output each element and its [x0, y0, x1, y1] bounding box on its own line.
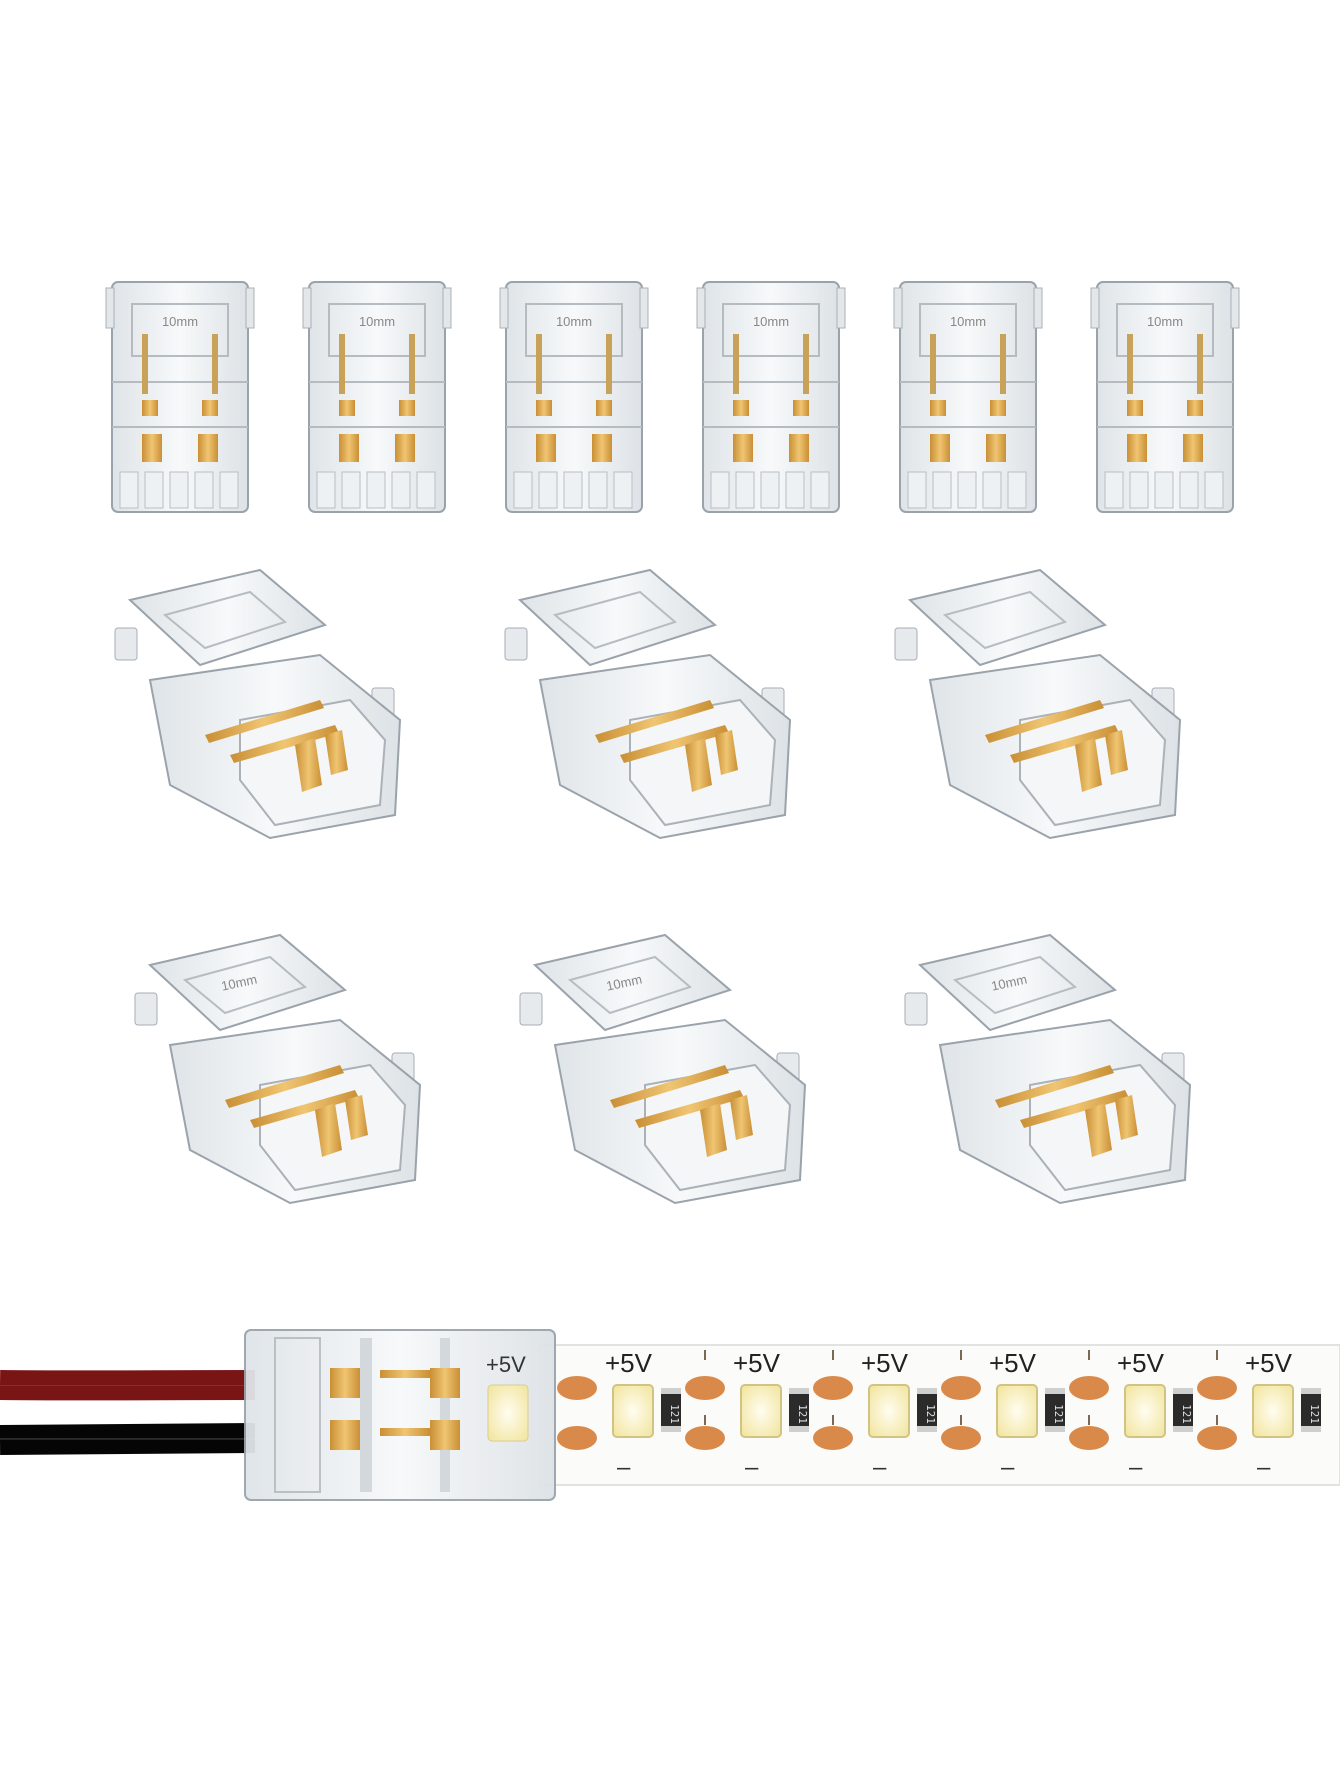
strip-connector: +5V	[244, 1329, 556, 1501]
open-connector: 10mm	[134, 933, 422, 1205]
connector-voltage-label: +5V	[486, 1352, 526, 1377]
voltage-label: +5V	[989, 1348, 1037, 1378]
minus-label: –	[745, 1454, 759, 1481]
voltage-label: +5V	[1245, 1348, 1293, 1378]
svg-text:121: 121	[1180, 1404, 1193, 1424]
closed-connector: 10mm	[105, 281, 255, 513]
svg-text:121: 121	[924, 1404, 937, 1424]
strip-segment: 121 +5V –	[685, 1348, 834, 1481]
smd-led	[612, 1384, 654, 1438]
open-connector	[114, 568, 402, 840]
strip-segment: 121 +5V –	[557, 1348, 706, 1481]
strip-segment: 121 +5V –	[813, 1348, 962, 1481]
minus-label: –	[1001, 1454, 1015, 1481]
wire-pair	[0, 1370, 256, 1455]
size-marking: 10mm	[605, 972, 643, 994]
strip-segments: 121 +5V – 121 +5V – 121 +5V – 121 +5V – 121 +5V – 121 +5…	[557, 1348, 1321, 1481]
size-marking: 10mm	[162, 314, 198, 329]
open-connector-row-2: 10mm 10mm 10mm	[134, 933, 1192, 1205]
svg-text:121: 121	[796, 1404, 809, 1424]
svg-text:121: 121	[1308, 1404, 1321, 1424]
closed-connector: 10mm	[893, 281, 1043, 513]
connector-led	[487, 1384, 529, 1442]
closed-connector-row: 10mm 10mm 10mm 10mm 10mm 10mm	[105, 281, 1240, 513]
size-marking: 10mm	[753, 314, 789, 329]
minus-label: –	[1257, 1454, 1271, 1481]
smd-led	[1124, 1384, 1166, 1438]
resistor: 121	[1173, 1388, 1193, 1432]
open-connector	[894, 568, 1182, 840]
resistor: 121	[661, 1388, 681, 1432]
open-connector	[504, 568, 792, 840]
closed-connector: 10mm	[302, 281, 452, 513]
size-marking: 10mm	[220, 972, 258, 994]
svg-text:121: 121	[1052, 1404, 1065, 1424]
voltage-label: +5V	[1117, 1348, 1165, 1378]
size-marking: 10mm	[950, 314, 986, 329]
size-marking: 10mm	[359, 314, 395, 329]
resistor: 121	[1045, 1388, 1065, 1432]
voltage-label: +5V	[733, 1348, 781, 1378]
strip-segment: 121 +5V –	[1197, 1348, 1321, 1481]
open-connector: 10mm	[519, 933, 807, 1205]
smd-led	[996, 1384, 1038, 1438]
size-marking: 10mm	[990, 972, 1028, 994]
led-strip-assembly: 121 +5V – 121 +5V – 121 +5V – 121 +5V – 121 +5V – 121 +5…	[0, 1329, 1340, 1501]
strip-segment: 121 +5V –	[941, 1348, 1090, 1481]
closed-connector: 10mm	[1090, 281, 1240, 513]
minus-label: –	[617, 1454, 631, 1481]
open-connector: 10mm	[904, 933, 1192, 1205]
open-connector-row-1	[114, 568, 1182, 840]
smd-led	[1252, 1384, 1294, 1438]
minus-label: –	[1129, 1454, 1143, 1481]
led-strip-body	[539, 1344, 1340, 1486]
closed-connector: 10mm	[499, 281, 649, 513]
size-marking: 10mm	[556, 314, 592, 329]
smd-led	[868, 1384, 910, 1438]
size-marking: 10mm	[1147, 314, 1183, 329]
resistor: 121	[1301, 1388, 1321, 1432]
closed-connector: 10mm	[696, 281, 846, 513]
strip-segment: 121 +5V –	[1069, 1348, 1218, 1481]
resistor: 121	[789, 1388, 809, 1432]
smd-led	[740, 1384, 782, 1438]
svg-text:121: 121	[668, 1404, 681, 1424]
resistor: 121	[917, 1388, 937, 1432]
voltage-label: +5V	[861, 1348, 909, 1378]
voltage-label: +5V	[605, 1348, 653, 1378]
black-wire	[0, 1423, 256, 1455]
minus-label: –	[873, 1454, 887, 1481]
